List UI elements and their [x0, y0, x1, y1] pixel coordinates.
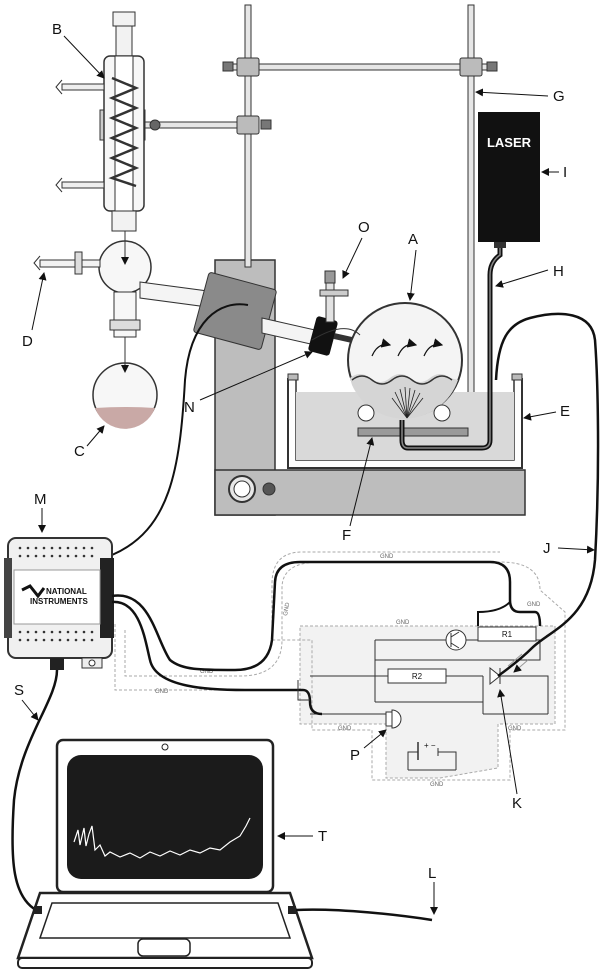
connector-p — [391, 709, 402, 729]
gnd-label-cable2: GND — [155, 689, 169, 695]
gnd-label-right: GND — [527, 602, 541, 608]
label-g: G — [553, 88, 565, 105]
label-a: A — [408, 231, 418, 248]
gnd-label-top: GND — [380, 554, 394, 560]
gnd-label-bl: GND — [338, 726, 352, 732]
label-p: P — [350, 747, 360, 764]
label-k: K — [512, 795, 522, 812]
label-i: I — [563, 164, 567, 181]
label-f: F — [342, 527, 351, 544]
ni-logo — [21, 584, 46, 599]
laptop — [16, 738, 314, 969]
gnd-label-br: GND — [508, 726, 522, 732]
laser-label: LASER — [487, 135, 532, 150]
photodiode — [489, 666, 501, 686]
detector-circuit: GND GND GND GND GND GND GND GND GND R1 R… — [114, 551, 566, 788]
daq-brand-line2: INSTRUMENTS — [30, 597, 88, 606]
label-o: O — [358, 219, 370, 236]
r1-label: R1 — [502, 630, 513, 639]
gnd-label-bottom: GND — [430, 782, 444, 788]
label-c: C — [74, 443, 85, 460]
trackpad — [137, 938, 191, 957]
gnd-label-left: GND — [283, 602, 291, 617]
signal-cable-1 — [111, 600, 323, 716]
label-m: M — [34, 491, 47, 508]
power-cable — [295, 908, 433, 922]
label-b: B — [52, 21, 62, 38]
resistor-r2 — [387, 668, 447, 684]
signal-trace — [73, 817, 251, 859]
label-j: J — [543, 540, 551, 557]
laser-box: LASER — [478, 112, 540, 248]
clamp-left — [236, 57, 260, 77]
signal-cable-2 — [111, 560, 542, 672]
reaction-flask — [347, 302, 463, 422]
battery-polarity: + − — [424, 741, 436, 750]
laptop-screen — [67, 755, 263, 879]
gnd-label-cable: GND — [200, 669, 214, 675]
fiber-j — [494, 312, 600, 678]
label-t: T — [318, 828, 327, 845]
daq-brand-line1: NATIONAL — [46, 587, 87, 596]
clamp-right — [459, 57, 483, 77]
callouts: A B C D E F G H I J K L M N O P S — [14, 21, 595, 915]
keyboard — [38, 902, 292, 939]
transistor — [445, 629, 467, 651]
label-e: E — [560, 403, 570, 420]
label-n: N — [184, 399, 195, 416]
label-s: S — [14, 682, 24, 699]
rod-left — [244, 4, 252, 268]
heater-plate — [357, 427, 469, 437]
label-h: H — [553, 263, 564, 280]
resistor-r1 — [477, 626, 537, 642]
receiving-flask — [92, 231, 158, 429]
condenser — [55, 11, 145, 232]
stopcock — [33, 251, 101, 275]
label-l: L — [428, 865, 436, 882]
valve — [325, 281, 335, 323]
usb-cable — [11, 669, 59, 914]
vapor-duct — [139, 270, 353, 356]
seal-collar — [308, 316, 338, 356]
label-d: D — [22, 333, 33, 350]
thermocouple-cable — [111, 303, 249, 556]
crossbar — [229, 63, 491, 71]
gnd-label-box: GND — [396, 620, 410, 626]
daq-device: NATIONAL INSTRUMENTS — [4, 537, 114, 670]
r2-label: R2 — [412, 672, 423, 681]
